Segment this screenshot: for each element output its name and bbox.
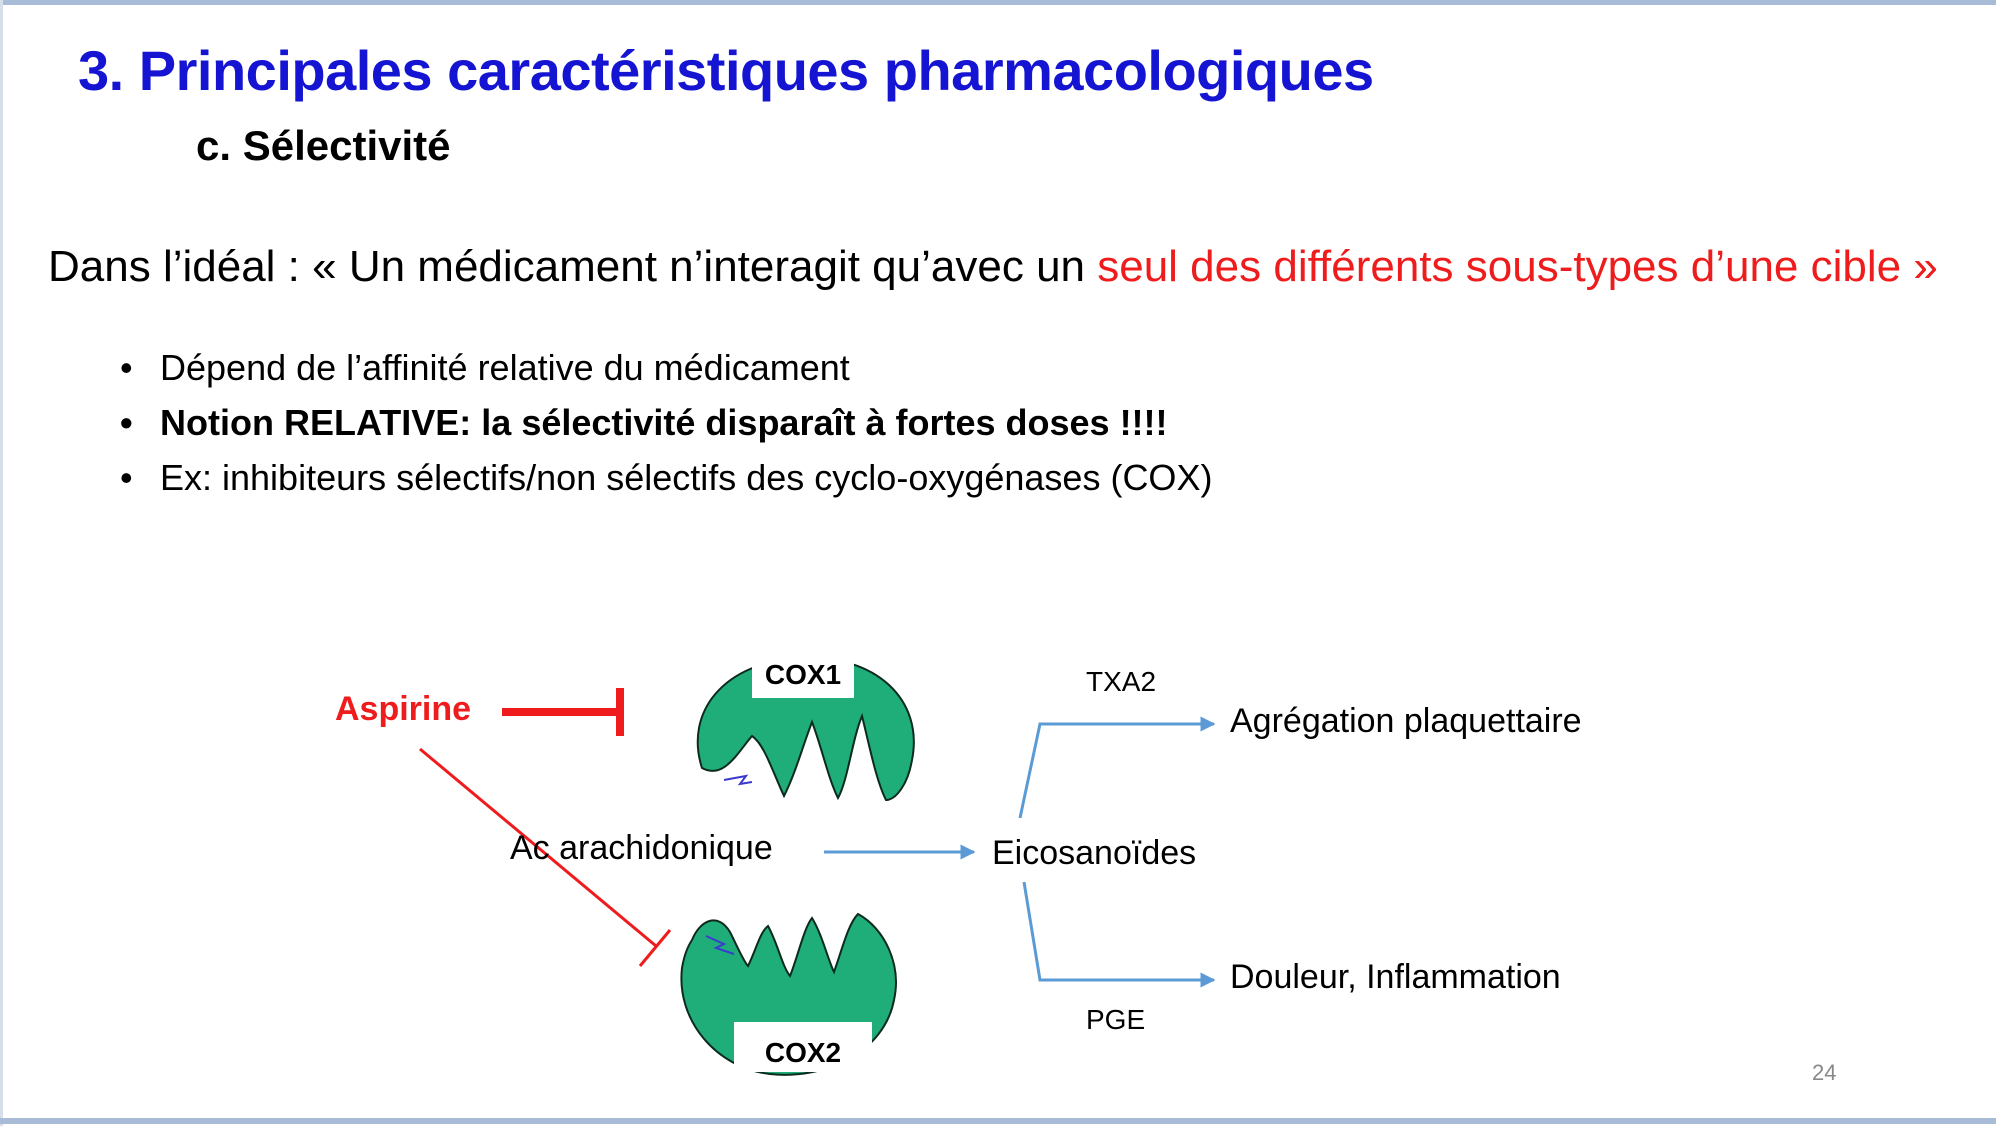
bullet-item: • Dépend de l’affinité relative du médica… [120, 340, 1212, 395]
ideal-statement-prefix: Dans l’idéal : « Un médicament n’interag… [48, 242, 1098, 291]
bullet-list: • Dépend de l’affinité relative du médica… [120, 340, 1212, 505]
cox2-inhibition-line [419, 747, 657, 948]
arrow-to-agregation [1018, 716, 1216, 819]
substrate-label: Ac arachidonique [510, 829, 773, 867]
ideal-statement: Dans l’idéal : « Un médicament n’interag… [48, 242, 1938, 292]
bullet-item: • Ex: inhibiteurs sélectifs/non sélectifs… [120, 450, 1212, 505]
txa2-label: TXA2 [1086, 666, 1157, 697]
bullet-item: • Notion RELATIVE: la sélectivité dispara… [120, 395, 1212, 450]
douleur-label: Douleur, Inflammation [1230, 958, 1561, 996]
arrow-to-douleur [1022, 881, 1216, 988]
ideal-statement-highlight: seul des différents sous-types d’une cib… [1097, 242, 1938, 291]
cox1-label: COX1 [752, 652, 854, 698]
bullet-dot: • [120, 402, 133, 443]
cox2-label: COX2 [734, 1022, 872, 1072]
slide-top-border [0, 0, 1996, 5]
bullet-text: Notion RELATIVE: la sélectivité disparaî… [160, 402, 1168, 443]
aspirine-label: Aspirine [335, 690, 472, 728]
agregation-label: Agrégation plaquettaire [1230, 702, 1582, 740]
slide-left-border [0, 0, 3, 1126]
slide-title: 3. Principales caractéristiques pharmaco… [78, 39, 1374, 102]
bullet-text: Dépend de l’affinité relative du médicam… [160, 347, 850, 388]
slide-bottom-border [0, 1118, 1996, 1124]
cox2-inhibition-bar [638, 929, 672, 967]
bullet-text: Ex: inhibiteurs sélectifs/non sélectifs … [160, 457, 1213, 498]
pge-label: PGE [1086, 1004, 1146, 1035]
page-number: 24 [1812, 1060, 1837, 1085]
bullet-dot: • [120, 347, 133, 388]
product-label: Eicosanoïdes [992, 834, 1197, 872]
bullet-dot: • [120, 457, 133, 498]
slide-subtitle: c. Sélectivité [196, 122, 451, 169]
